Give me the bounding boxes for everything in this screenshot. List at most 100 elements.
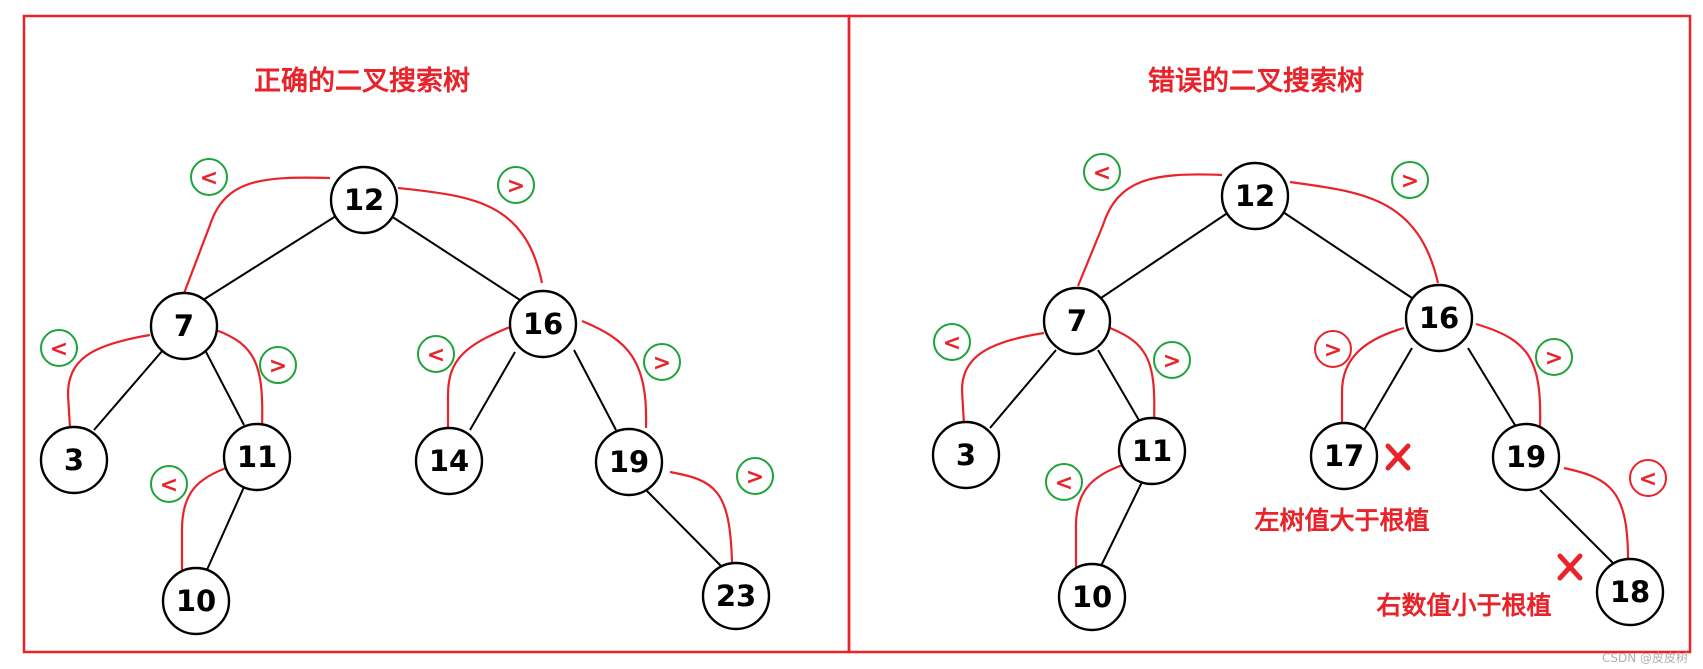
comparison-badge: > <box>497 166 535 204</box>
arc-12-16 <box>397 186 544 284</box>
arc-11-10 <box>180 464 233 575</box>
svg-text:<: < <box>1093 161 1111 186</box>
svg-text:>: > <box>1324 338 1342 363</box>
svg-text:<: < <box>160 473 178 498</box>
comparison-badge: > <box>643 343 681 381</box>
left-panel-title: 正确的二叉搜索树 <box>254 65 470 97</box>
left-comparison-arcs <box>66 176 734 575</box>
comparison-badge: < <box>150 465 188 503</box>
edge-7-11 <box>204 349 245 426</box>
tree-node: 19 <box>1491 422 1561 492</box>
right-panel-border <box>847 14 1692 654</box>
svg-text:<: < <box>943 331 961 356</box>
comparison-badge: > <box>1535 338 1573 376</box>
node-label: 16 <box>1419 301 1459 335</box>
tree-node: 11 <box>222 422 292 492</box>
comparison-badge: > <box>1153 341 1191 379</box>
comparison-badge: > <box>1314 330 1352 368</box>
tree-node: 10 <box>161 566 231 636</box>
svg-text:<: < <box>50 337 68 362</box>
tree-node: 16 <box>1404 283 1474 353</box>
node-label: 23 <box>716 579 756 613</box>
node-label: 14 <box>429 444 469 478</box>
node-label: 12 <box>344 183 384 217</box>
arc-19-23 <box>669 470 734 563</box>
cross-icon <box>1557 553 1583 581</box>
error-note-left: 左树值大于根植 <box>1254 506 1429 535</box>
tree-node: 3 <box>931 420 1001 490</box>
node-label: 3 <box>64 443 84 477</box>
arc-7-3 <box>66 333 151 429</box>
edge-7-11 <box>1097 349 1141 423</box>
edge-11-10 <box>205 486 245 573</box>
svg-text:<: < <box>1639 467 1657 492</box>
edge-19-23 <box>645 489 724 569</box>
watermark: CSDN @皮皮树 <box>1602 650 1688 665</box>
arc-16-19 <box>1475 322 1542 429</box>
arc-19-18 <box>1563 466 1630 561</box>
edge-16-14 <box>469 351 516 431</box>
tree-node: 19 <box>594 427 664 497</box>
edge-16-19 <box>573 349 617 431</box>
svg-text:>: > <box>746 465 764 490</box>
arc-16-14 <box>446 325 511 428</box>
right-panel: 错误的二叉搜索树 12 7 16 3 <box>931 65 1667 632</box>
edge-16-19 <box>1467 347 1519 431</box>
svg-text:>: > <box>269 354 287 379</box>
comparison-badge: < <box>1045 463 1083 501</box>
comparison-badge: < <box>933 323 971 361</box>
node-label: 3 <box>956 438 976 472</box>
svg-text:>: > <box>507 174 525 199</box>
right-comparison-arcs <box>960 173 1630 570</box>
node-label: 18 <box>1610 575 1650 609</box>
tree-node: 7 <box>1042 286 1112 356</box>
error-note-right: 右数值小于根植 <box>1376 591 1551 620</box>
svg-text:>: > <box>1545 346 1563 371</box>
svg-text:<: < <box>200 166 218 191</box>
node-label: 17 <box>1324 439 1364 473</box>
tree-node: 16 <box>508 289 578 359</box>
tree-node: 23 <box>701 561 771 631</box>
left-tree-nodes: 12 7 16 3 11 14 19 10 23 <box>39 165 771 636</box>
comparison-badge: < <box>190 158 228 196</box>
arc-7-11 <box>215 328 264 429</box>
comparison-badge: < <box>1083 153 1121 191</box>
right-panel-title: 错误的二叉搜索树 <box>1148 65 1364 97</box>
edge-11-10 <box>1099 481 1143 569</box>
tree-node: 3 <box>39 425 109 495</box>
cross-icon <box>1385 443 1411 471</box>
left-panel-border <box>22 14 851 654</box>
comparison-badge: < <box>40 329 78 367</box>
tree-node: 11 <box>1117 416 1187 486</box>
arc-12-7 <box>181 176 331 297</box>
comparison-badge: > <box>1391 161 1429 199</box>
left-panel: 正确的二叉搜索树 12 7 16 3 <box>39 65 774 636</box>
comparison-badge: > <box>736 457 774 495</box>
arc-16-19 <box>581 319 648 429</box>
svg-text:<: < <box>427 343 445 368</box>
tree-node: 12 <box>1220 161 1290 231</box>
edge-12-7 <box>1097 213 1227 301</box>
node-label: 12 <box>1235 179 1275 213</box>
arc-16-17 <box>1340 326 1405 428</box>
node-label: 10 <box>176 584 216 618</box>
svg-text:>: > <box>1401 169 1419 194</box>
arc-7-11 <box>1109 326 1156 425</box>
tree-node: 14 <box>414 426 484 496</box>
node-label: 7 <box>1067 304 1087 338</box>
left-tree-edges <box>93 215 724 573</box>
arc-12-7 <box>1076 173 1223 287</box>
node-label: 19 <box>609 445 649 479</box>
arc-11-10 <box>1074 462 1127 570</box>
svg-text:>: > <box>653 351 671 376</box>
node-label: 11 <box>1132 434 1172 468</box>
edge-16-17 <box>1363 347 1413 431</box>
tree-node: 17 <box>1309 421 1379 491</box>
right-tree-edges <box>989 211 1615 569</box>
edge-7-3 <box>989 349 1057 429</box>
edge-12-16 <box>1282 211 1416 301</box>
arc-7-3 <box>960 331 1045 426</box>
right-comparison-badges: < > < > < > > < <box>933 153 1667 501</box>
edge-12-7 <box>202 215 337 301</box>
